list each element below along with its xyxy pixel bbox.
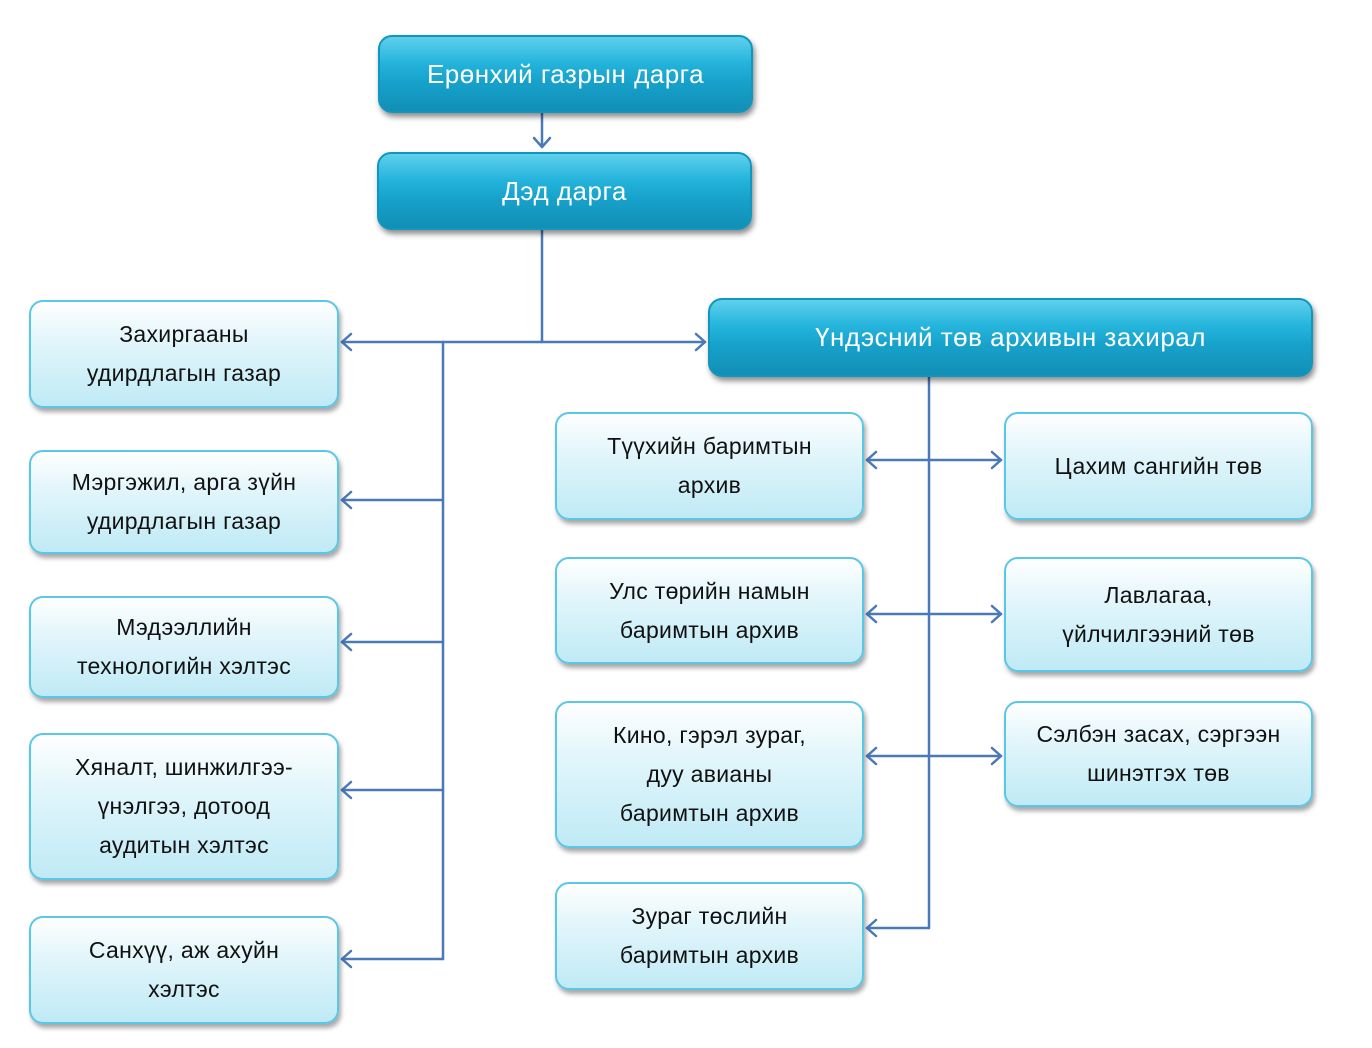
restoration-center-box: Сэлбэн засах, сэргээн шинэтгэх төв bbox=[1004, 701, 1313, 807]
arrowhead-it-division bbox=[340, 632, 353, 652]
finance-division-box: Санхүү, аж ахуйн хэлтэс bbox=[29, 916, 339, 1024]
methodology-dept-label: Мэргэжил, арга зүйн удирдлагын газар bbox=[71, 469, 297, 534]
audit-division-label: Хяналт, шинжилгээ- үнэлгээ, дотоод аудит… bbox=[74, 754, 294, 858]
arrowhead-film-restoration-left bbox=[865, 746, 878, 766]
party-archive-box: Улс төрийн намын баримтын архив bbox=[555, 557, 864, 664]
film-archive-box: Кино, гэрэл зураг, дуу авианы баримтын а… bbox=[555, 701, 864, 848]
audit-division-box: Хяналт, шинжилгээ- үнэлгээ, дотоод аудит… bbox=[29, 733, 339, 880]
arrowhead-finance-division bbox=[340, 949, 353, 969]
reference-center-box: Лавлагаа, үйлчилгээний төв bbox=[1004, 557, 1313, 672]
national-archive-director-label: Үндэсний төв архивын захирал bbox=[815, 322, 1206, 352]
historical-archive-label: Түүхийн баримтын архив bbox=[607, 433, 812, 498]
film-archive-label: Кино, гэрэл зураг, дуу авианы баримтын а… bbox=[613, 722, 806, 826]
historical-archive-box: Түүхийн баримтын архив bbox=[555, 412, 864, 520]
arrowhead-design-archive bbox=[865, 918, 878, 938]
deputy-director-label: Дэд дарга bbox=[502, 175, 627, 206]
arrowhead-film-restoration-right bbox=[990, 746, 1003, 766]
arrowhead-historical-digital-left bbox=[865, 450, 878, 470]
arrowhead-deputy bbox=[532, 136, 552, 149]
admin-dept-label: Захиргааны удирдлагын газар bbox=[86, 321, 282, 386]
it-division-box: Мэдээллийн технологийн хэлтэс bbox=[29, 596, 339, 698]
arrowhead-national-archive bbox=[694, 332, 707, 352]
arrowhead-party-reference-left bbox=[865, 604, 878, 624]
arrowhead-historical-digital-right bbox=[990, 450, 1003, 470]
admin-dept-box: Захиргааны удирдлагын газар bbox=[29, 300, 339, 408]
arrowhead-methodology-dept bbox=[340, 490, 353, 510]
national-archive-director-box: Үндэсний төв архивын захирал bbox=[708, 298, 1313, 377]
design-archive-label: Зураг төслийн баримтын архив bbox=[619, 903, 800, 968]
design-archive-box: Зураг төслийн баримтын архив bbox=[555, 882, 864, 990]
arrowhead-admin-dept bbox=[340, 332, 353, 352]
reference-center-label: Лавлагаа, үйлчилгээний төв bbox=[1062, 581, 1255, 647]
deputy-director-box: Дэд дарга bbox=[377, 152, 752, 230]
director-general-label: Ерөнхий газрын дарга bbox=[426, 58, 705, 89]
digital-center-label: Цахим сангийн төв bbox=[1054, 452, 1263, 479]
restoration-center-label: Сэлбэн засах, сэргээн шинэтгэх төв bbox=[1036, 721, 1281, 786]
arrowhead-party-reference-right bbox=[990, 604, 1003, 624]
arrowhead-audit-division bbox=[340, 780, 353, 800]
digital-center-box: Цахим сангийн төв bbox=[1004, 412, 1313, 520]
director-general-box: Ерөнхий газрын дарга bbox=[378, 35, 753, 113]
finance-division-label: Санхүү, аж ахуйн хэлтэс bbox=[88, 937, 280, 1002]
party-archive-label: Улс төрийн намын баримтын архив bbox=[609, 577, 810, 643]
it-division-label: Мэдээллийн технологийн хэлтэс bbox=[76, 614, 292, 679]
methodology-dept-box: Мэргэжил, арга зүйн удирдлагын газар bbox=[29, 450, 339, 554]
